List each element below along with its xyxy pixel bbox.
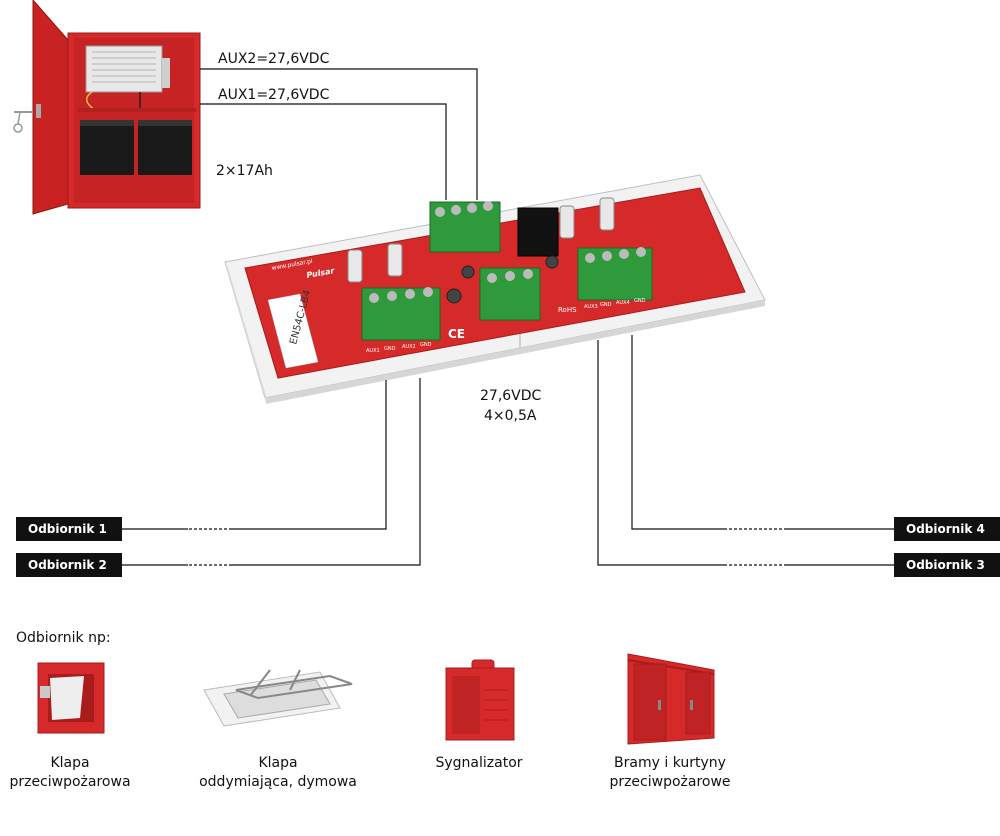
battery-label: 2×17Ah <box>216 163 273 179</box>
receiver-1-badge: Odbiornik 1 <box>16 517 122 541</box>
terminal-label: GND <box>634 298 646 304</box>
key-icon <box>13 104 41 133</box>
fire-damper-icon <box>37 662 105 734</box>
aux1-label: AUX1=27,6VDC <box>218 87 330 103</box>
receiver-4-label: Odbiornik 4 <box>906 522 985 536</box>
rohs-mark: RoHS <box>558 306 577 314</box>
input-terminal-block <box>429 201 501 253</box>
power-supply-cabinet <box>13 0 201 215</box>
terminal-label: GND <box>384 346 396 352</box>
receiver-3-label: Odbiornik 3 <box>906 558 985 572</box>
terminal-label: GND <box>600 302 612 308</box>
example-3-line1: Sygnalizator <box>435 755 522 771</box>
example-4-line2: przeciwpożarowe <box>609 774 730 790</box>
receiver-2-badge: Odbiornik 2 <box>16 553 122 577</box>
relay-icon <box>517 207 559 257</box>
receiver-4-badge: Odbiornik 4 <box>894 517 1000 541</box>
ce-mark: CE <box>448 327 465 341</box>
terminal-label: AUX4 <box>616 300 630 306</box>
aux1-wire <box>200 103 447 200</box>
example-4-line1: Bramy i kurtyny <box>614 755 726 771</box>
examples-heading: Odbiornik np: <box>16 630 111 646</box>
example-1-line2: przeciwpożarowa <box>9 774 130 790</box>
terminal-label: AUX3 <box>584 304 598 310</box>
receiver-1-label: Odbiornik 1 <box>28 522 107 536</box>
fire-door-icon <box>627 653 715 745</box>
example-1-line1: Klapa <box>50 755 89 771</box>
terminal-label: AUX2 <box>402 344 416 350</box>
output-voltage-label: 27,6VDC <box>480 388 542 404</box>
output-current-label: 4×0,5A <box>484 408 537 424</box>
smoke-vent-icon <box>203 669 353 727</box>
fuse-icon <box>347 197 615 283</box>
output-terminal-block-2 <box>577 247 653 301</box>
aux2-label: AUX2=27,6VDC <box>218 51 330 67</box>
output-terminal-block-1 <box>361 287 441 341</box>
terminal-label: AUX1 <box>366 348 380 354</box>
signaller-icon <box>445 659 515 741</box>
middle-terminal-block <box>479 267 541 321</box>
aux2-wire <box>200 68 478 200</box>
module-board: EN54C-LB4 www.pulsar.pl Pulsar <box>224 174 766 404</box>
example-2-line1: Klapa <box>258 755 297 771</box>
receiver-2-label: Odbiornik 2 <box>28 558 107 572</box>
battery-icon <box>80 120 192 175</box>
terminal-label: GND <box>420 342 432 348</box>
receiver-3-badge: Odbiornik 3 <box>894 553 1000 577</box>
example-2-line2: oddymiająca, dymowa <box>199 774 357 790</box>
receiver-wires <box>122 335 896 566</box>
